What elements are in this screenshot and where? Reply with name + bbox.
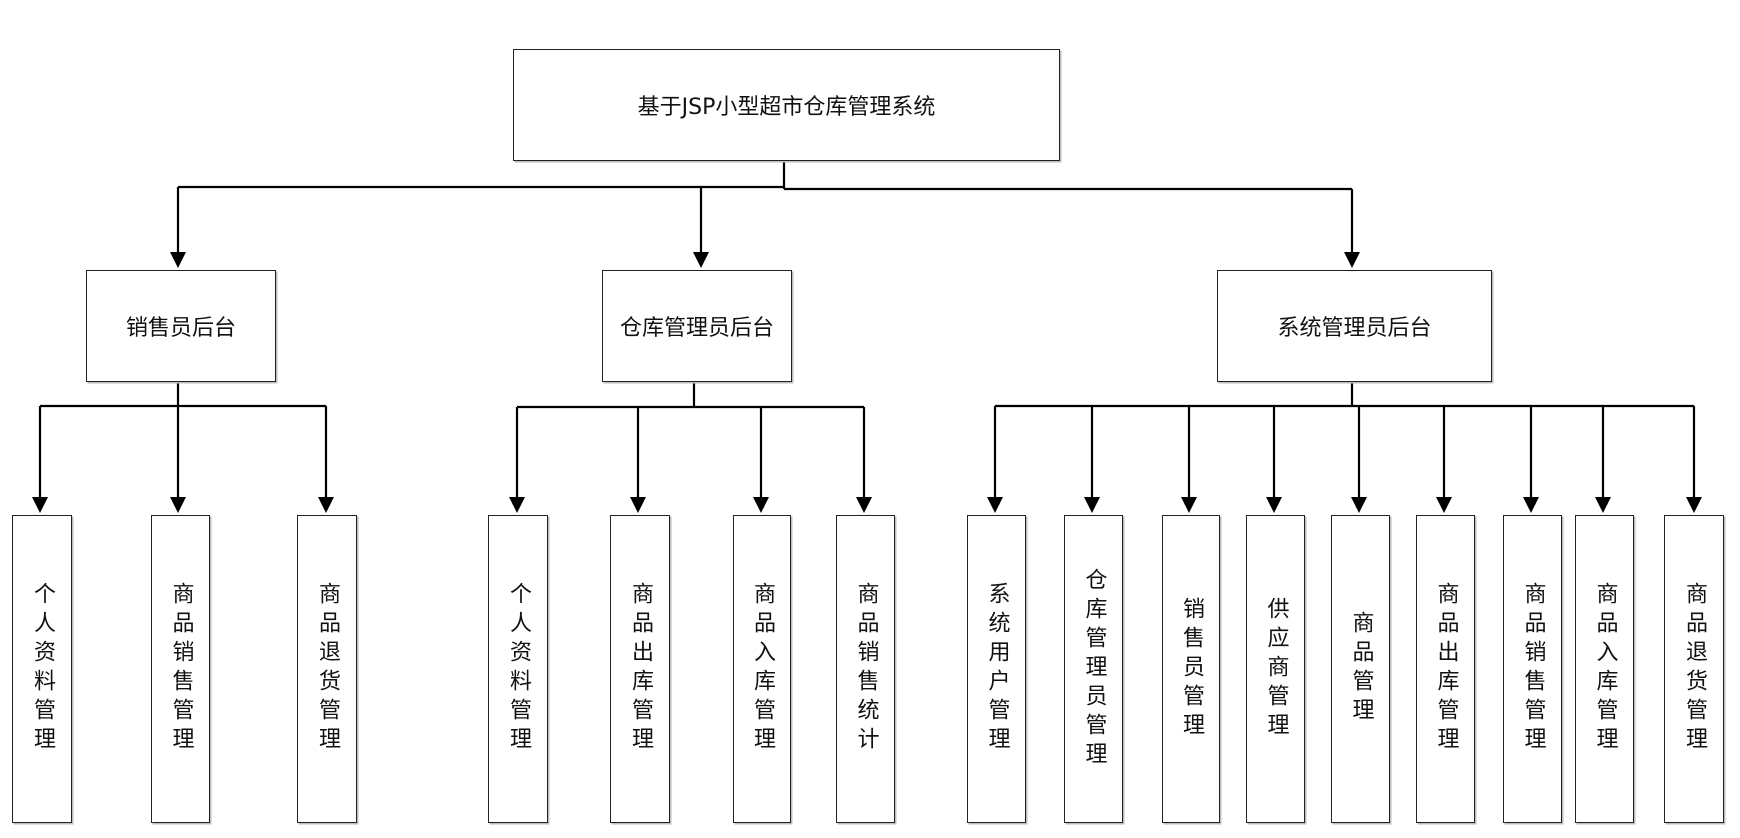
- root-node: 基于JSP小型超市仓库管理系统: [513, 49, 1060, 161]
- arrowhead-icon: [1266, 497, 1282, 513]
- leaf-label: 供应商管理: [1263, 596, 1289, 742]
- leaf-node: 仓库管理员管理: [1064, 515, 1123, 823]
- leaf-node: 商品销售管理: [151, 515, 210, 823]
- leaf-label: 商品出库管理: [1433, 582, 1459, 756]
- group-node-sales: 销售员后台: [86, 270, 276, 382]
- leaf-node: 商品入库管理: [1575, 515, 1634, 823]
- leaf-node: 系统用户管理: [967, 515, 1026, 823]
- leaf-label: 商品退货管理: [1682, 582, 1707, 756]
- leaf-node: 销售员管理: [1162, 515, 1220, 823]
- leaf-node: 商品管理: [1331, 515, 1390, 823]
- group-node-admin: 系统管理员后台: [1217, 270, 1492, 382]
- arrowhead-icon: [1686, 497, 1702, 513]
- leaf-label: 商品入库管理: [1592, 582, 1618, 756]
- leaf-label: 销售员管理: [1179, 596, 1204, 742]
- leaf-label: 个人资料管理: [30, 582, 55, 756]
- arrowhead-icon: [1084, 497, 1100, 513]
- root-label: 基于JSP小型超市仓库管理系统: [637, 95, 936, 120]
- arrowhead-icon: [1595, 497, 1611, 513]
- arrowhead-icon: [693, 252, 709, 268]
- group-label-admin: 系统管理员后台: [1277, 316, 1432, 341]
- leaf-node: 商品入库管理: [733, 515, 791, 823]
- group-node-warehouse: 仓库管理员后台: [602, 270, 792, 382]
- leaf-label: 商品出库管理: [628, 582, 653, 756]
- leaf-node: 个人资料管理: [12, 515, 72, 823]
- arrowhead-icon: [1344, 252, 1360, 268]
- leaf-label: 商品销售统计: [853, 582, 879, 756]
- leaf-label: 商品销售管理: [1520, 582, 1546, 756]
- leaf-node: 商品销售管理: [1503, 515, 1562, 823]
- leaf-label: 商品退货管理: [315, 582, 340, 756]
- leaf-node: 个人资料管理: [488, 515, 548, 823]
- group-label-sales: 销售员后台: [125, 316, 236, 341]
- arrowhead-icon: [856, 497, 872, 513]
- leaf-label: 商品销售管理: [168, 582, 194, 756]
- arrowhead-icon: [1436, 497, 1452, 513]
- arrowhead-icon: [1181, 497, 1197, 513]
- arrowhead-icon: [509, 497, 525, 513]
- arrowhead-icon: [170, 497, 186, 513]
- arrowhead-icon: [630, 497, 646, 513]
- arrowhead-icon: [32, 497, 48, 513]
- leaf-node: 商品销售统计: [836, 515, 895, 823]
- arrowhead-icon: [753, 497, 769, 513]
- leaf-label: 系统用户管理: [984, 582, 1010, 756]
- arrowhead-icon: [170, 252, 186, 268]
- leaf-label: 商品入库管理: [750, 582, 775, 756]
- leaf-label: 个人资料管理: [506, 582, 531, 756]
- leaf-node: 商品退货管理: [1664, 515, 1724, 823]
- leaf-node: 供应商管理: [1246, 515, 1305, 823]
- leaf-node: 商品出库管理: [610, 515, 670, 823]
- arrowhead-icon: [318, 497, 334, 513]
- leaf-node: 商品退货管理: [297, 515, 357, 823]
- leaf-label: 仓库管理员管理: [1081, 567, 1107, 771]
- leaf-node: 商品出库管理: [1416, 515, 1475, 823]
- leaf-label: 商品管理: [1348, 611, 1374, 727]
- arrowhead-icon: [1523, 497, 1539, 513]
- arrowhead-icon: [1351, 497, 1367, 513]
- group-label-warehouse: 仓库管理员后台: [619, 316, 774, 341]
- arrowhead-icon: [987, 497, 1003, 513]
